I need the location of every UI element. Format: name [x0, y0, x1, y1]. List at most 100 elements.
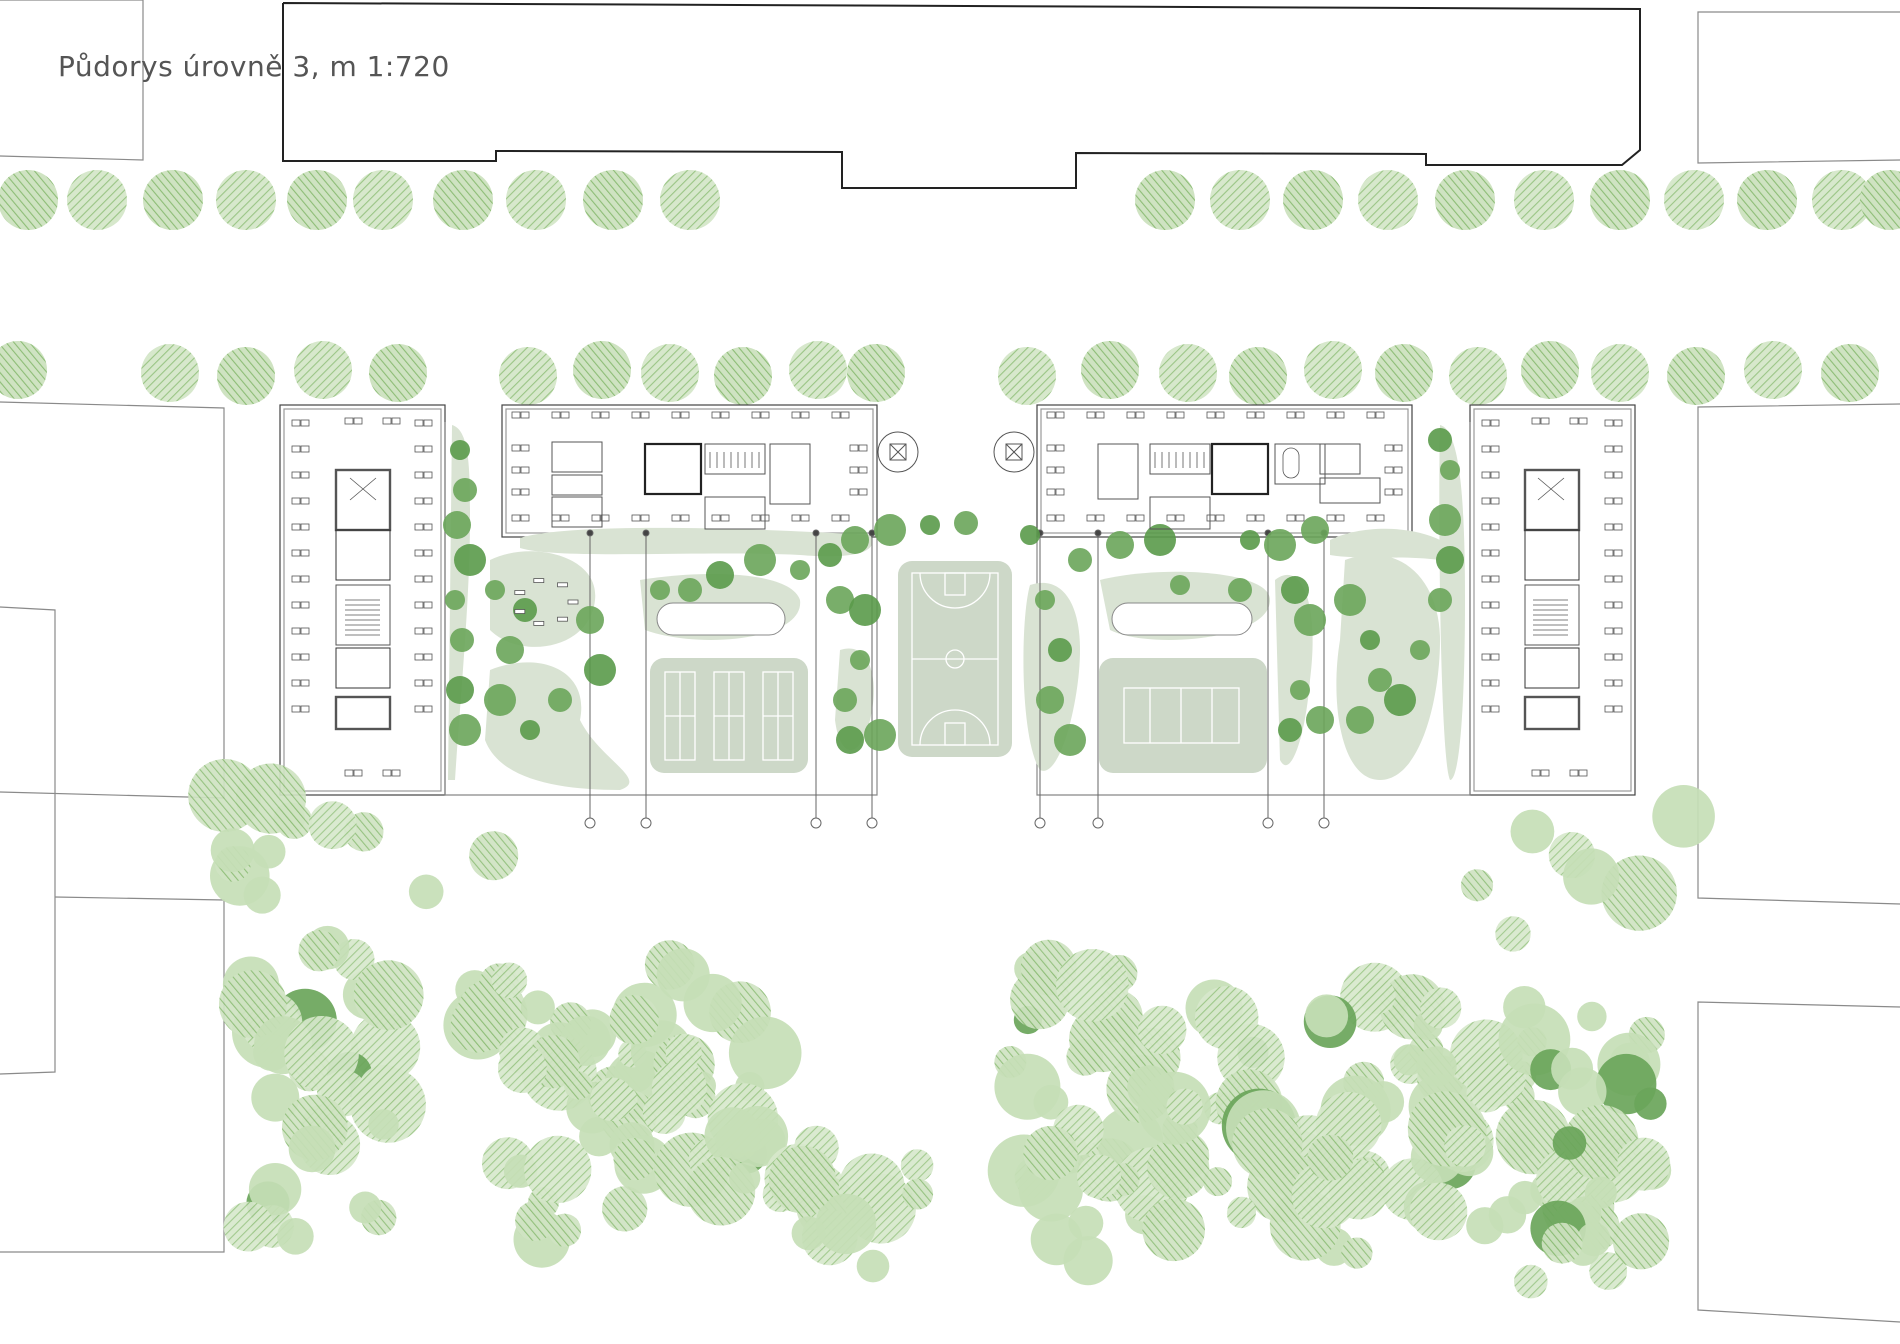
desk — [591, 411, 601, 419]
desk — [344, 417, 354, 425]
desk — [1604, 653, 1614, 661]
desk — [511, 488, 521, 496]
desk — [382, 417, 392, 425]
desk — [414, 471, 424, 479]
desk — [560, 514, 570, 522]
park-tree — [1359, 977, 1396, 1015]
room — [704, 496, 766, 530]
room — [551, 474, 603, 496]
desk — [640, 411, 650, 419]
street-tree — [1737, 170, 1797, 230]
courtyard-edge — [444, 422, 878, 796]
desk — [300, 705, 310, 713]
desk — [414, 601, 424, 609]
core-room — [1524, 529, 1580, 581]
desk — [300, 575, 310, 583]
park-tree — [1541, 1222, 1583, 1264]
park-tree — [273, 802, 306, 835]
desk — [751, 514, 761, 522]
room — [551, 496, 603, 528]
bench — [567, 599, 579, 605]
desk — [423, 601, 433, 609]
room — [1149, 443, 1211, 475]
core-room — [334, 468, 392, 532]
desk — [1613, 679, 1623, 687]
park-tree — [1227, 1196, 1257, 1226]
elevator-icon — [349, 477, 377, 501]
park-tree — [1488, 1196, 1527, 1234]
courtyard-tree — [1428, 428, 1452, 452]
desk — [353, 417, 363, 425]
desk — [423, 653, 433, 661]
interior-details — [291, 411, 1623, 777]
desk — [1490, 653, 1500, 661]
courtyard-tree — [454, 544, 486, 576]
courtyard-tree — [1170, 575, 1190, 595]
desk — [291, 653, 301, 661]
courtyard-tree — [443, 511, 471, 539]
core-room — [1523, 468, 1581, 532]
courtyard-tree — [1054, 724, 1086, 756]
desk — [1126, 514, 1136, 522]
desk — [800, 514, 810, 522]
desk — [423, 549, 433, 557]
desk — [1335, 514, 1345, 522]
desk — [511, 411, 521, 419]
park-tree — [188, 759, 262, 832]
courtyard-tree — [1360, 630, 1380, 650]
park-tree — [288, 1125, 336, 1173]
desk — [1175, 411, 1185, 419]
column-base — [1034, 817, 1046, 829]
desk — [671, 514, 681, 522]
park-tree — [491, 962, 528, 999]
desk — [1206, 514, 1216, 522]
street-trees-row-top — [0, 170, 1900, 230]
courtyard-tree — [453, 478, 477, 502]
street-tree — [1590, 170, 1650, 230]
desk — [1055, 411, 1065, 419]
park-tree — [1589, 1252, 1628, 1290]
desk — [1481, 419, 1491, 427]
desk — [300, 601, 310, 609]
desk — [831, 514, 841, 522]
bench — [557, 616, 568, 622]
room — [551, 441, 603, 473]
courtyard-tree — [1048, 638, 1072, 662]
desk — [1604, 549, 1614, 557]
park-tree — [609, 995, 659, 1045]
park-tree — [902, 1178, 934, 1210]
courtyard-tree — [1301, 516, 1329, 544]
courtyard-tree — [548, 688, 572, 712]
street-tree — [1210, 170, 1270, 230]
courtyard-tree — [1281, 576, 1309, 604]
park-tree — [1341, 1237, 1373, 1269]
desk — [300, 497, 310, 505]
room — [704, 443, 766, 475]
courtyard-tree — [1106, 531, 1134, 559]
street-tree — [369, 344, 427, 402]
desk — [849, 466, 859, 474]
park-tree — [602, 1186, 648, 1232]
street-tree — [847, 344, 905, 402]
column-top — [586, 529, 594, 537]
room — [1319, 477, 1381, 504]
desk — [382, 769, 392, 777]
desk — [1481, 445, 1491, 453]
park-tree — [564, 1071, 593, 1100]
park-tree — [1577, 1001, 1607, 1032]
courtyard-tree — [874, 514, 906, 546]
street-tree — [1664, 170, 1724, 230]
desk — [300, 627, 310, 635]
park-tree — [253, 1034, 291, 1071]
street-tree — [1591, 344, 1649, 402]
desk — [423, 575, 433, 583]
park-tree — [1420, 987, 1462, 1029]
street-tree — [714, 347, 772, 405]
courtyard-tree — [1440, 460, 1460, 480]
park-tree — [729, 1162, 761, 1194]
desk — [1604, 471, 1614, 479]
desk — [1578, 417, 1588, 425]
street-tree — [1860, 170, 1900, 230]
desk — [1055, 444, 1065, 452]
plan-title: Půdorys úrovně 3, m 1:720 — [58, 50, 450, 83]
